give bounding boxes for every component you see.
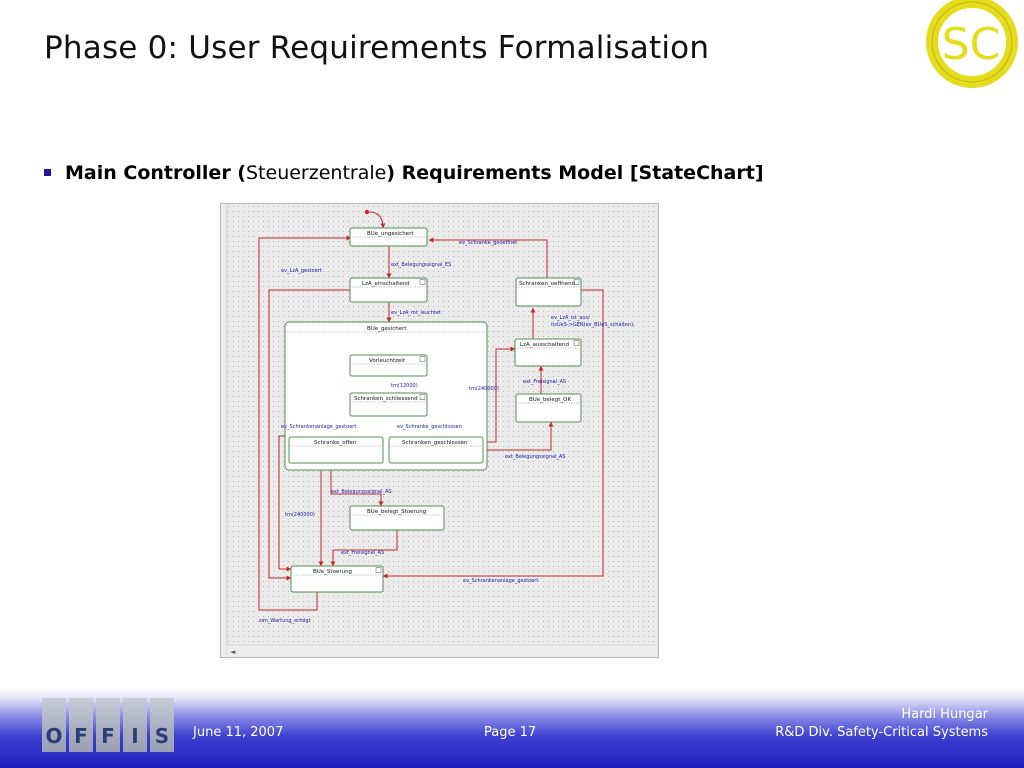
svg-text:Schranken_schliessend: Schranken_schliessend bbox=[354, 396, 418, 402]
svg-text:Schranken_oeffnend: Schranken_oeffnend bbox=[519, 281, 575, 287]
label-ext-belegungssignal-as-2: ext_Belegungssignal_AS bbox=[331, 489, 392, 495]
offis-logo-tile: I bbox=[123, 698, 147, 752]
offis-logo-tile: S bbox=[150, 698, 174, 752]
svg-text:LzA_einschaltend: LzA_einschaltend bbox=[362, 281, 410, 287]
statechart-diagram: ◄ bbox=[220, 203, 659, 658]
label-ev-schrankenanlage-gestoert-2: ev_Schrankenanlage_gestoert bbox=[463, 578, 538, 584]
bullet-text-bold-2: ) Requirements Model [StateChart] bbox=[386, 162, 764, 184]
footer-date: June 11, 2007 bbox=[193, 725, 284, 740]
label-ev-schranke-geschlossen: ev_Schranke_geschlossen bbox=[397, 424, 462, 430]
label-ev-lza-rot-leuchtet: ev_LzA_rot_leuchtet bbox=[391, 310, 441, 316]
sc-logo: SC bbox=[920, 0, 1024, 96]
label-tm-240000-b: tm(240000) bbox=[285, 512, 315, 518]
offis-logo-tile: F bbox=[69, 698, 93, 752]
scroll-left-button: ◄ bbox=[230, 648, 236, 656]
slide-title: Phase 0: User Requirements Formalisation bbox=[44, 30, 710, 66]
label-its-ue-gen: itsUeS->GEN(ev_BUeS_schalten); bbox=[551, 322, 635, 328]
offis-logo: O F F I S bbox=[42, 698, 174, 754]
footer-author: Hardi Hungar bbox=[901, 707, 988, 722]
footer-division: R&D Div. Safety-Critical Systems bbox=[775, 725, 988, 740]
label-tm-240000-a: tm(240000) bbox=[469, 386, 499, 392]
label-ev-schrankenanlage-gestoert-1: ev_Schrankenanlage_gestoert bbox=[281, 424, 356, 430]
label-tm-12000: tm(12000) bbox=[391, 383, 418, 389]
svg-text:Vorleuchtzeit: Vorleuchtzeit bbox=[369, 358, 406, 364]
state-lza-ausschaltend: LzA_ausschaltend bbox=[514, 338, 582, 367]
state-lza-einschaltend: LzA_einschaltend bbox=[349, 277, 428, 303]
label-ev-schranke-geoeffnet: ev_Schranke_geoeffnet bbox=[459, 240, 517, 246]
label-ev-lza-gestoert: ev_LzA_gestoert bbox=[281, 268, 322, 274]
state-schranken-geschlossen: Schranken_geschlossen bbox=[388, 436, 484, 464]
state-vorleuchtzeit: Vorleuchtzeit bbox=[349, 354, 428, 377]
state-bue-belegt-ok: BUe_belegt_OK bbox=[515, 393, 582, 423]
svg-text:BUe_ungesichert: BUe_ungesichert bbox=[367, 231, 414, 237]
svg-text:BUe_belegt_OK: BUe_belegt_OK bbox=[529, 397, 571, 403]
svg-text:Schranken_geschlossen: Schranken_geschlossen bbox=[402, 440, 468, 446]
label-ext-freisignal-as-2: ext_Freisignal_AS bbox=[341, 550, 384, 556]
bullet-item: Main Controller (Steuerzentrale) Require… bbox=[44, 162, 764, 184]
svg-text:LzA_ausschaltend: LzA_ausschaltend bbox=[520, 342, 569, 348]
svg-text:Schranke_offen: Schranke_offen bbox=[314, 440, 357, 446]
state-schranken-oeffnend: Schranken_oeffnend bbox=[515, 277, 582, 307]
label-ev-lza-ist-aus: ev_LzA_ist_aus/ bbox=[551, 315, 590, 321]
state-bue-ungesichert: BUe_ungesichert bbox=[349, 227, 428, 247]
label-ext-belegungssignal-as-1: ext_Belegungssignal_AS bbox=[505, 454, 566, 460]
state-schranke-offen: Schranke_offen bbox=[288, 436, 384, 464]
bullet-text-normal: Steuerzentrale bbox=[246, 162, 387, 184]
sc-logo-text: SC bbox=[942, 19, 1001, 70]
label-ext-belegungssignal-es: ext_Belegungssignal_ES bbox=[391, 262, 451, 268]
label-ext-freisignal-as-1: ext_Freisignal_AS bbox=[523, 379, 566, 385]
state-bue-stoerung: BUe_Stoerung bbox=[290, 565, 384, 593]
bullet-marker bbox=[44, 169, 51, 176]
svg-text:BUe_Stoerung: BUe_Stoerung bbox=[313, 569, 352, 575]
offis-logo-tile: O bbox=[42, 698, 66, 752]
state-bue-belegt-stoerung: BUe_belegt_Stoerung bbox=[349, 505, 445, 531]
offis-logo-tile: F bbox=[96, 698, 120, 752]
footer-page-number: Page 17 bbox=[484, 725, 537, 740]
state-schranken-schliessend: Schranken_schliessend bbox=[349, 392, 428, 417]
svg-text:BUe_gesichert: BUe_gesichert bbox=[367, 326, 407, 332]
diagram-scrollbar bbox=[226, 644, 658, 657]
svg-text:BUe_belegt_Stoerung: BUe_belegt_Stoerung bbox=[367, 509, 426, 515]
label-sim-wartung-erfolgt: sim_Wartung_erfolgt bbox=[259, 618, 311, 624]
bullet-text-bold-1: Main Controller ( bbox=[65, 162, 246, 184]
